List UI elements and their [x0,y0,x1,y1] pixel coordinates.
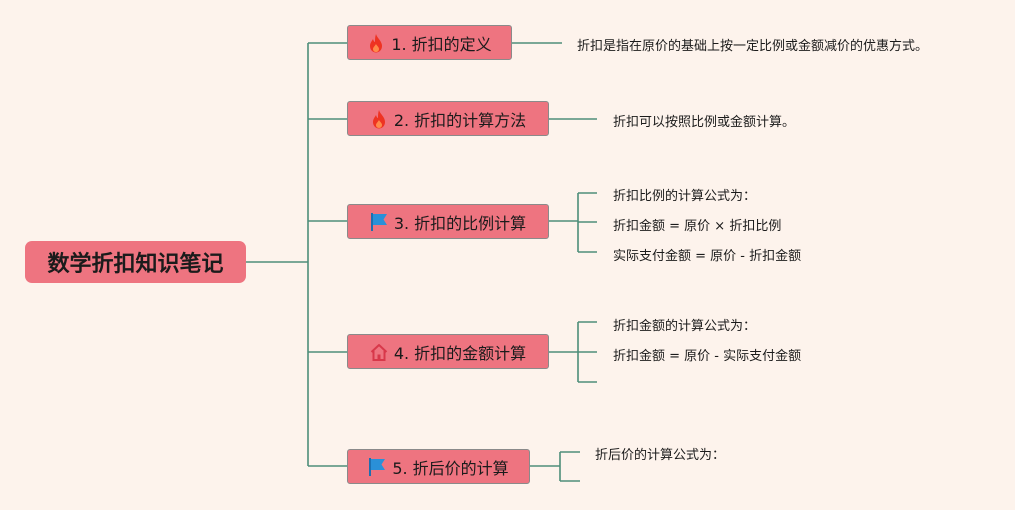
branch-label: 1. 折扣的定义 [391,34,492,54]
leaf-bracket-4 [548,321,597,383]
branch-node-amount[interactable]: 4. 折扣的金额计算 [347,334,549,369]
branch-label: 5. 折后价的计算 [392,458,509,478]
fire-icon [367,33,385,53]
fire-icon [370,109,388,129]
leaf-text: 折扣可以按照比例或金额计算。 [613,115,796,130]
branch-node-methods[interactable]: 2. 折扣的计算方法 [347,101,549,136]
house-icon [370,342,388,362]
leaf-text: 实际支付金额 = 原价 - 折扣金额 [613,249,802,264]
leaf-text: 折后价的计算公式为： [595,448,726,463]
leaf-text: 折扣金额的计算公式为： [613,319,757,334]
leaf-bracket-5 [529,451,580,482]
leaf-text: 折扣金额 = 原价 - 实际支付金额 [613,349,802,364]
branch-node-final-price[interactable]: 5. 折后价的计算 [347,449,530,484]
leaf-text: 折扣金额 = 原价 × 折扣比例 [613,219,782,234]
leaf-text: 折扣比例的计算公式为： [613,189,757,204]
branch-label: 4. 折扣的金额计算 [393,343,527,363]
flag-icon [368,457,386,477]
branch-label: 2. 折扣的计算方法 [393,110,527,130]
branch-node-definition[interactable]: 1. 折扣的定义 [347,25,512,60]
flag-icon [370,212,388,232]
leaf-bracket-3 [548,192,597,253]
branch-node-ratio[interactable]: 3. 折扣的比例计算 [347,204,549,239]
branch-label: 3. 折扣的比例计算 [393,213,527,233]
root-node[interactable]: 数学折扣知识笔记 [25,241,246,283]
leaf-text: 折扣是指在原价的基础上按一定比例或金额减价的优惠方式。 [577,39,929,54]
